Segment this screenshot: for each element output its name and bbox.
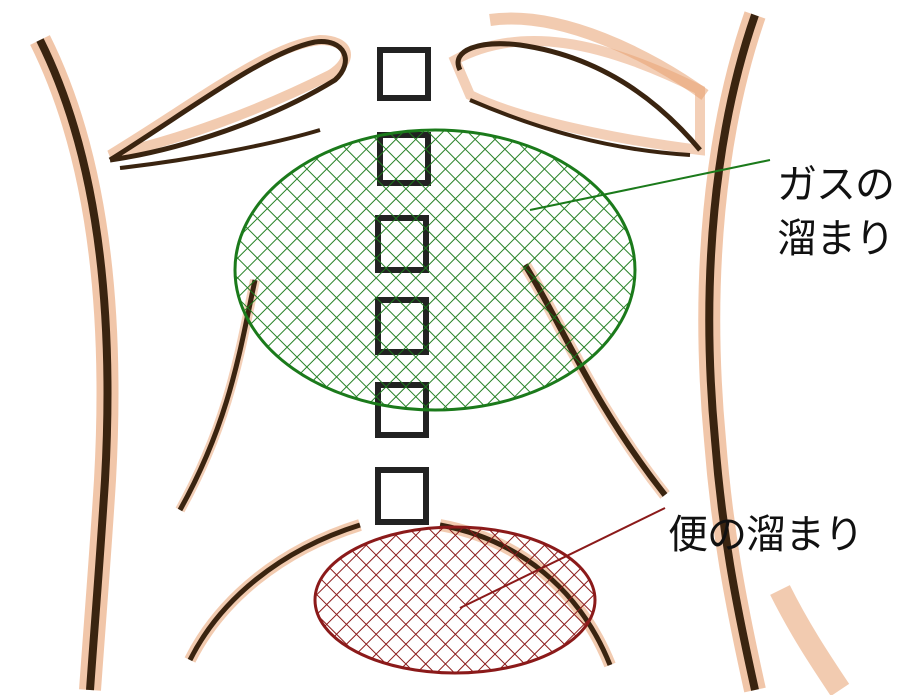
stool-label: 便の溜まり (668, 510, 863, 560)
rib-left (110, 40, 346, 168)
vertebra (378, 470, 426, 522)
gas-label-line1: ガスの (777, 160, 894, 210)
body-contour-right (709, 15, 755, 690)
gas-label-line2: 溜まり (777, 214, 894, 264)
stool-region (315, 527, 595, 673)
gas-region (235, 130, 635, 410)
vertebra (380, 50, 428, 98)
body-contour-left (40, 40, 107, 690)
